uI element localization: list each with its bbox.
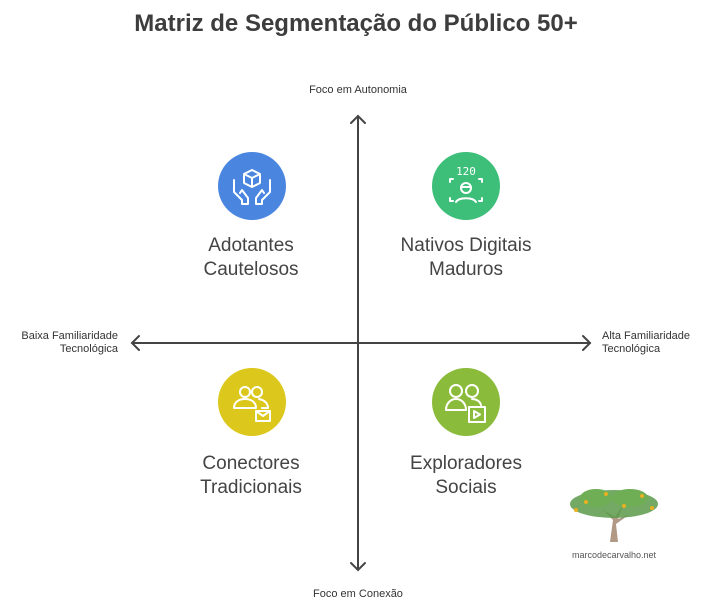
axis-label-top: Foco em Autonomia [309,84,407,96]
face-scan-icon: 120 [449,165,483,203]
quadrant-icon-circle [432,368,500,436]
quadrant-label-line2: Cautelosos [203,259,299,280]
quadrant-label-line1: Exploradores [410,453,522,474]
arrow-up-icon [350,114,366,124]
axis-label-right-line1: Alta Familiaridade [602,330,691,342]
watermark-text: marcodecarvalho.net [571,550,657,560]
arrow-left-icon [130,335,140,351]
tree-logo-icon [570,489,658,542]
icon-number: 120 [456,165,476,178]
users-video-icon [445,384,486,423]
quadrant-icon-circle [218,152,286,220]
arrow-right-icon [582,335,592,351]
axis-label-right-line2: Tecnológica [602,343,661,355]
quadrant-label-line2: Tradicionais [200,477,302,498]
quadrant-icon-circle: 120 [432,152,500,220]
quadrant-label-line2: Maduros [429,259,503,280]
quadrant-label-line1: Conectores [202,453,300,474]
quadrant-label-line1: Nativos Digitais [400,235,532,256]
axis-label-bottom: Foco em Conexão [313,588,403,600]
quadrant-label-line2: Sociais [435,477,497,498]
axis-label-left-line1: Baixa Familiaridade [21,330,118,342]
page-title: Matriz de Segmentação do Público 50+ [134,10,578,37]
arrow-down-icon [350,562,366,572]
quadrant-label-line1: Adotantes [208,235,294,256]
hands-box-icon [233,169,271,205]
quadrant-icon-circle [218,368,286,436]
axis-label-left-line2: Tecnológica [59,343,118,355]
users-mail-icon [233,386,271,422]
